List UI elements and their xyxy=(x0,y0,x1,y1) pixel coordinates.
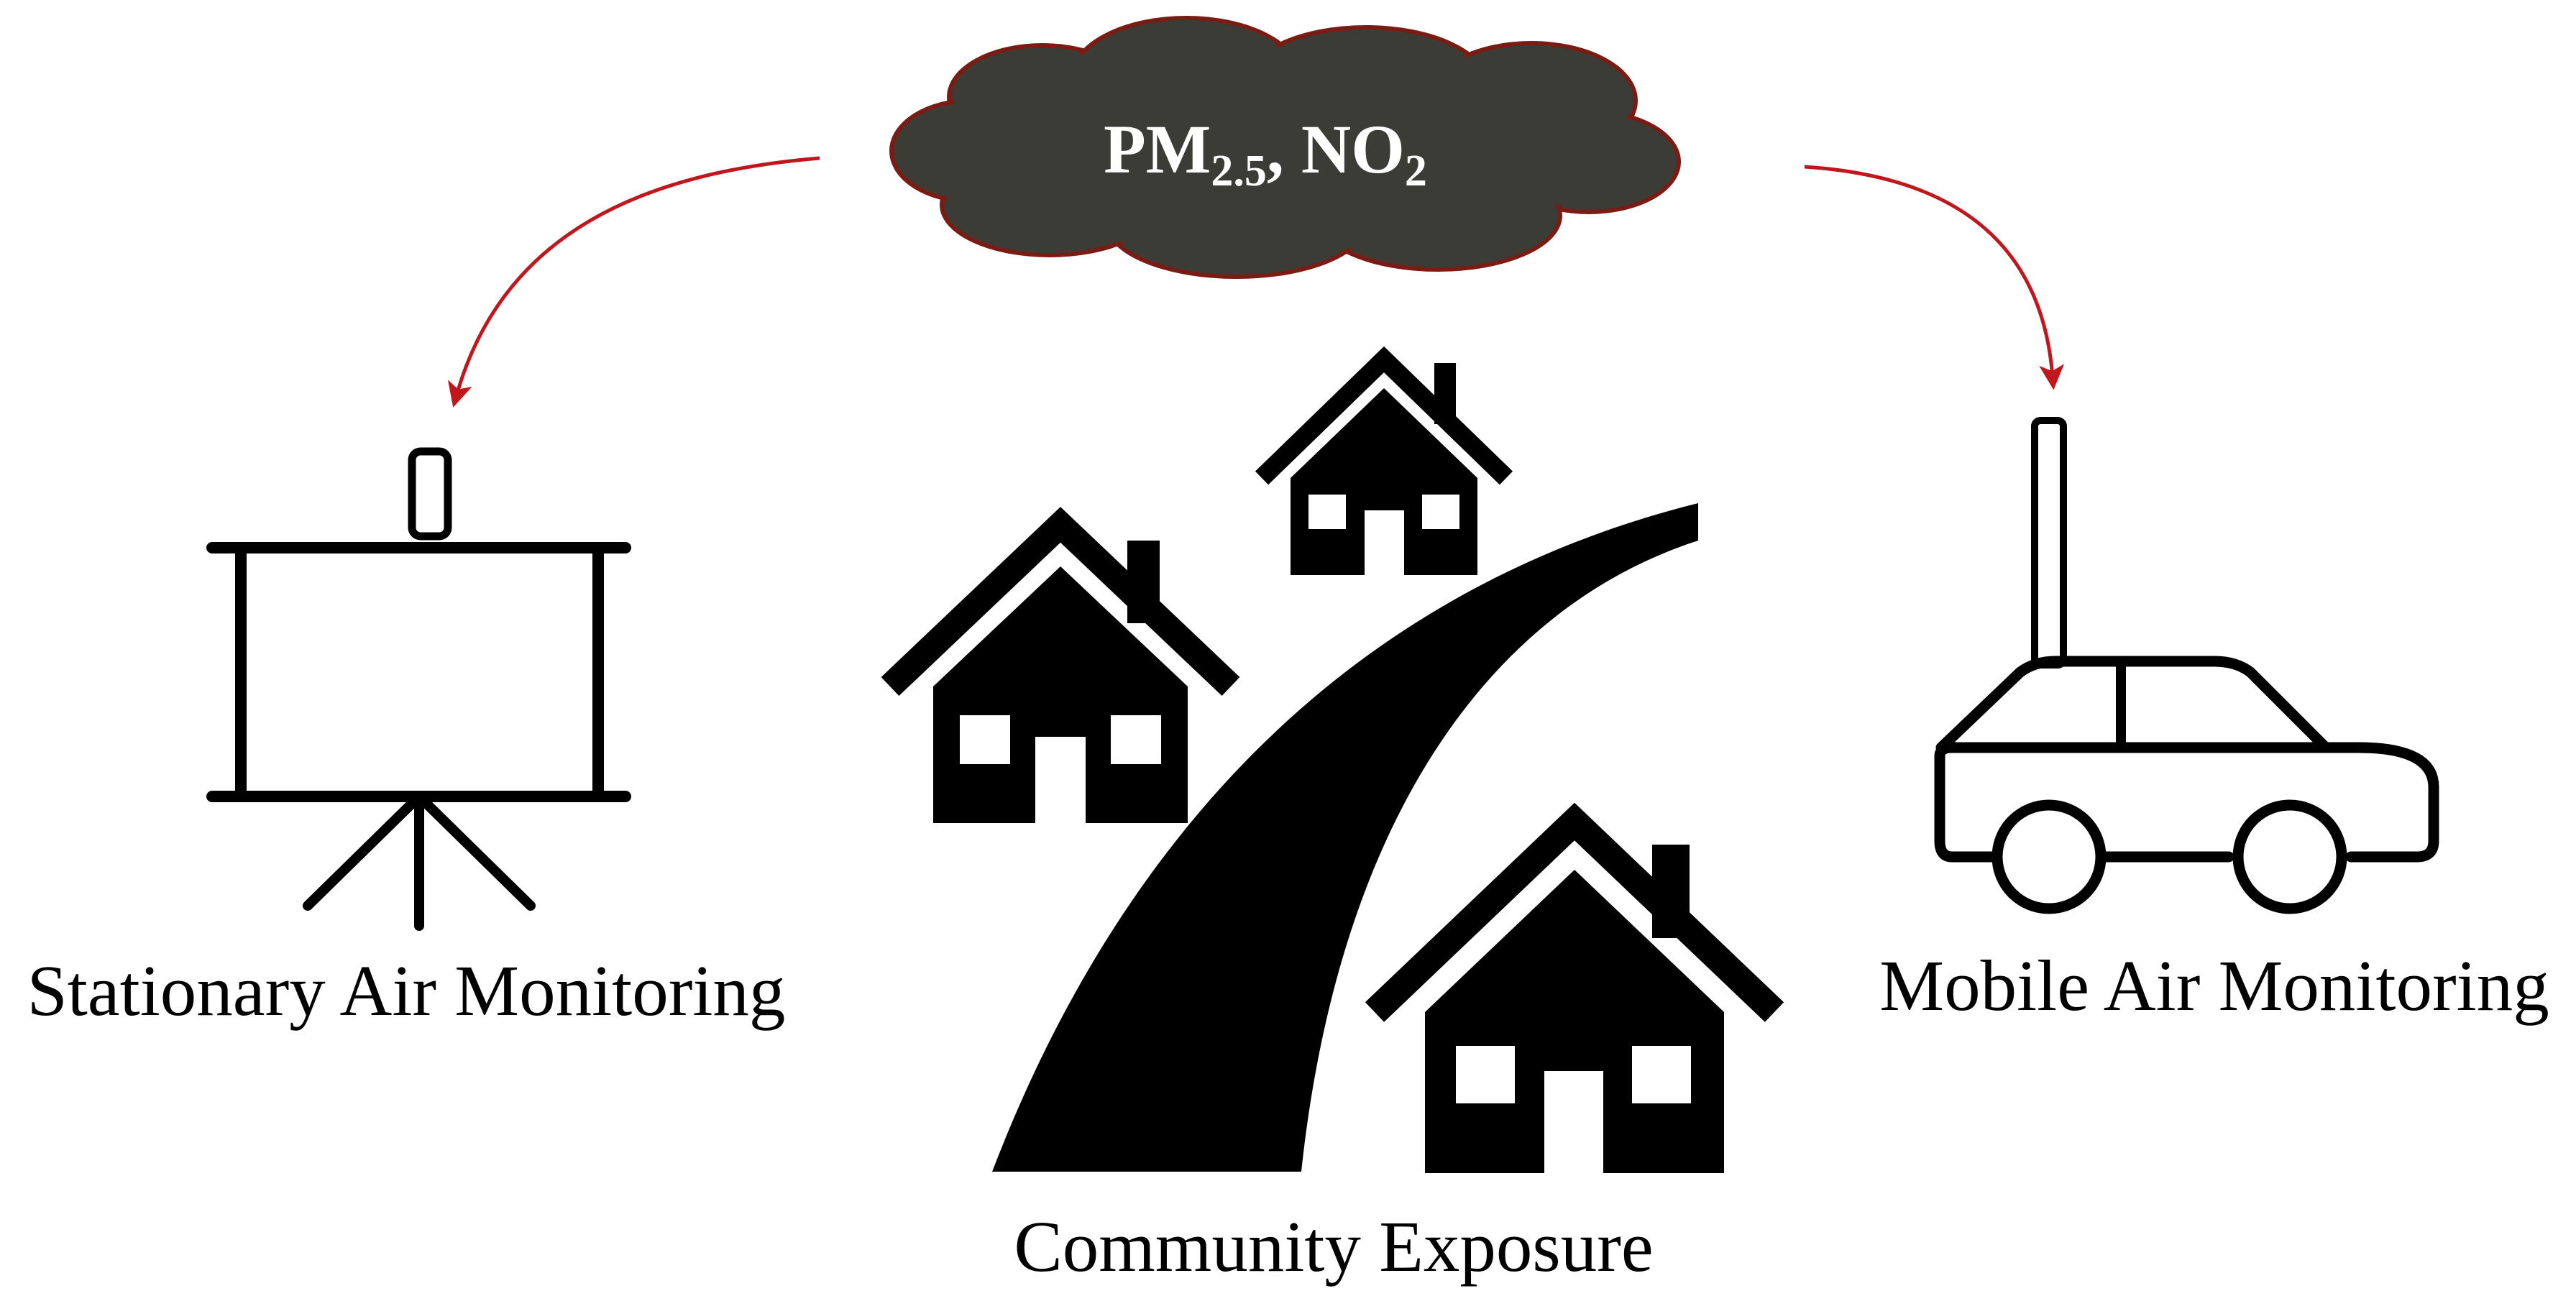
pollutant-separator: , xyxy=(1267,111,1301,188)
mobile-label: Mobile Air Monitoring xyxy=(1879,945,2549,1026)
stationary-monitor-icon xyxy=(206,447,631,931)
pm-main: PM xyxy=(1104,111,1211,188)
arrow-to-stationary xyxy=(447,156,820,408)
no-subscript: 2 xyxy=(1405,147,1427,196)
community-label: Community Exposure xyxy=(1014,1206,1653,1287)
arrow-to-mobile xyxy=(1804,165,2065,390)
house-icon xyxy=(1255,346,1513,575)
pollutant-label: PM2.5, NO2 xyxy=(1104,111,1427,196)
pm-subscript: 2.5 xyxy=(1211,147,1267,196)
road-icon xyxy=(992,503,1698,1172)
car-icon xyxy=(1934,417,2439,914)
no-main: NO xyxy=(1301,111,1405,188)
stationary-inlet xyxy=(408,447,452,541)
mobile-inlet xyxy=(2031,417,2067,669)
house-icon xyxy=(881,507,1240,823)
pollution-cloud-icon: PM2.5, NO2 xyxy=(889,16,1681,279)
stationary-label: Stationary Air Monitoring xyxy=(27,950,786,1031)
house-icon xyxy=(1365,802,1784,1173)
